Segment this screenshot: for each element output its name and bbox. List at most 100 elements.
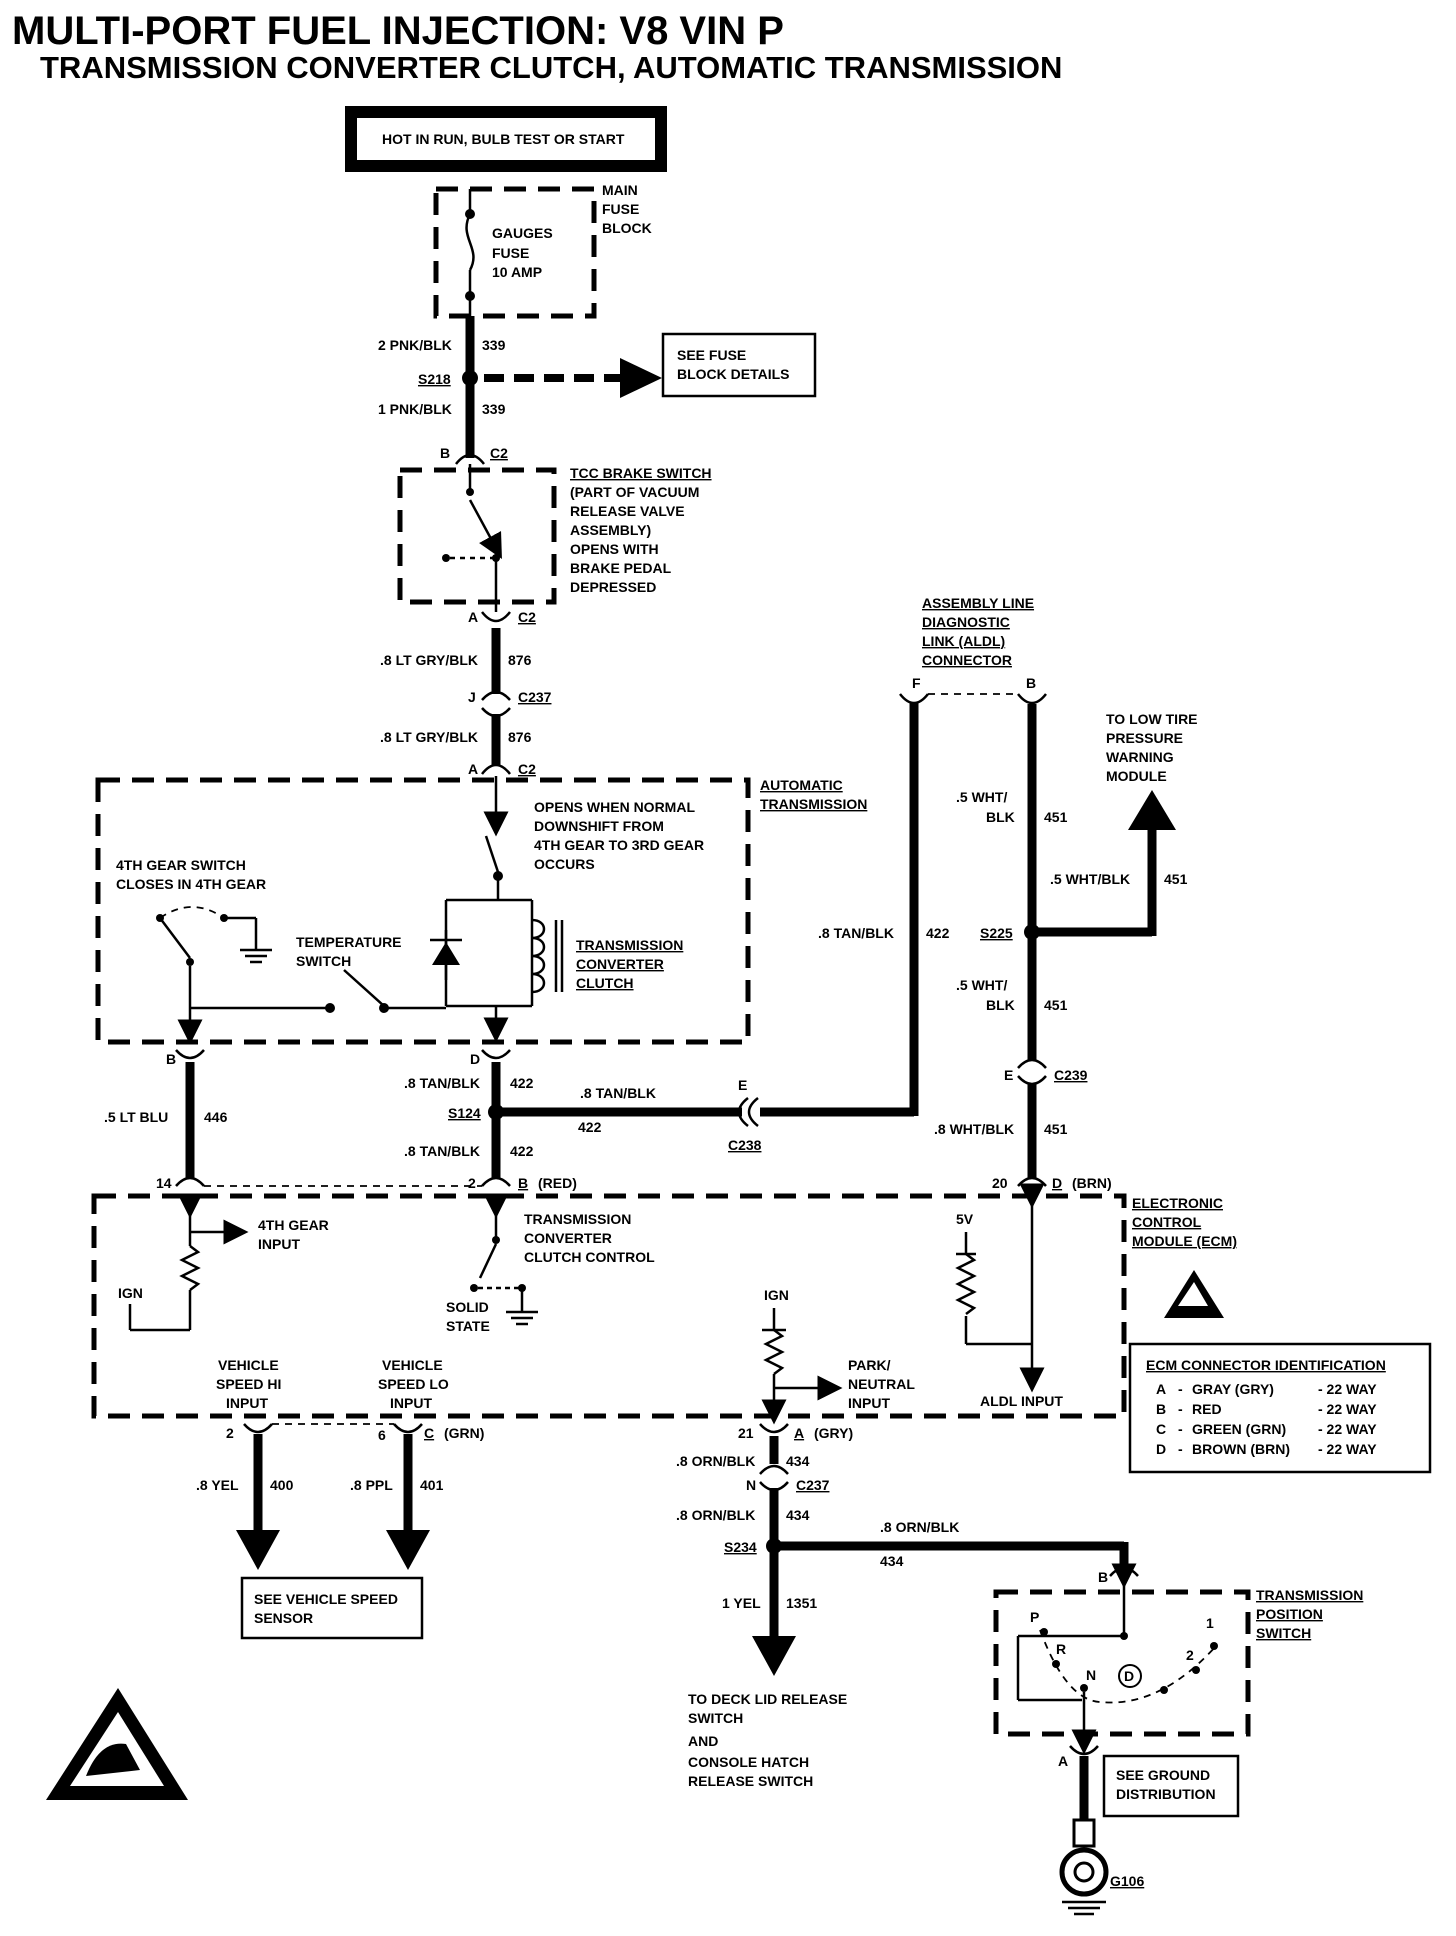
svg-text:DIAGNOSTIC: DIAGNOSTIC: [922, 614, 1010, 630]
svg-text:GAUGES: GAUGES: [492, 225, 553, 241]
transmission-position-switch-box: [993, 1589, 1251, 1737]
tcc-brake-switch-box: [397, 467, 557, 605]
svg-text:S225: S225: [980, 925, 1013, 941]
svg-text:451: 451: [1044, 1121, 1068, 1137]
svg-text:.8 TAN/BLK: .8 TAN/BLK: [404, 1075, 480, 1091]
svg-text:(GRN): (GRN): [444, 1425, 484, 1441]
svg-text:339: 339: [482, 337, 506, 353]
svg-text:TCC BRAKE SWITCH: TCC BRAKE SWITCH: [570, 465, 712, 481]
svg-text:C: C: [1156, 1421, 1166, 1437]
svg-text:2: 2: [468, 1175, 476, 1191]
svg-text:422: 422: [926, 925, 950, 941]
svg-text:C2: C2: [490, 445, 508, 461]
svg-text:N: N: [1086, 1667, 1096, 1683]
svg-text:451: 451: [1044, 997, 1068, 1013]
aldl-pullup-resistor: [955, 1253, 977, 1315]
svg-text:SEE FUSE: SEE FUSE: [677, 347, 746, 363]
ecm-connector-id-table: [1128, 1342, 1432, 1474]
svg-text:401: 401: [420, 1477, 444, 1493]
svg-text:RELEASE VALVE: RELEASE VALVE: [570, 503, 685, 519]
svg-text:IGN: IGN: [764, 1287, 789, 1303]
svg-text:SEE VEHICLE SPEED: SEE VEHICLE SPEED: [254, 1591, 398, 1607]
svg-text:TO LOW TIRE: TO LOW TIRE: [1106, 711, 1198, 727]
svg-text:BRAKE PEDAL: BRAKE PEDAL: [570, 560, 672, 576]
automatic-transmission-box: [95, 777, 751, 1045]
svg-text:BLK: BLK: [986, 809, 1015, 825]
arrow-1351-icon: [752, 1636, 796, 1676]
tcc-brake-switch-label: TCC BRAKE SWITCH (PART OF VACUUM RELEASE…: [570, 465, 712, 595]
tcc-solenoid-label: TRANSMISSION CONVERTER CLUTCH: [576, 937, 683, 991]
svg-text:D: D: [1052, 1175, 1062, 1191]
svg-text:P: P: [1030, 1609, 1039, 1625]
svg-text:PRESSURE: PRESSURE: [1106, 730, 1183, 746]
svg-text:4TH GEAR SWITCH: 4TH GEAR SWITCH: [116, 857, 246, 873]
svg-text:INPUT: INPUT: [226, 1395, 268, 1411]
svg-text:OCCURS: OCCURS: [534, 856, 595, 872]
svg-text:B: B: [166, 1051, 176, 1067]
diagram-subtitle: TRANSMISSION CONVERTER CLUTCH, AUTOMATIC…: [40, 50, 1062, 85]
gauges-fuse-label: GAUGES FUSE 10 AMP: [492, 225, 553, 280]
svg-text:TRANSMISSION: TRANSMISSION: [1256, 1587, 1363, 1603]
aldl-connector-label: ASSEMBLY LINE DIAGNOSTIC LINK (ALDL) CON…: [922, 595, 1034, 668]
temperature-switch-contact: [343, 969, 385, 1007]
svg-text:F: F: [912, 675, 921, 691]
svg-text:- 22 WAY: - 22 WAY: [1318, 1381, 1377, 1397]
svg-text:CLUTCH: CLUTCH: [576, 975, 634, 991]
svg-text:2 PNK/BLK: 2 PNK/BLK: [378, 337, 452, 353]
svg-text:339: 339: [482, 401, 506, 417]
svg-text:-: -: [1178, 1401, 1183, 1417]
solid-state-label: SOLID STATE: [446, 1299, 490, 1334]
svg-text:FUSE: FUSE: [492, 245, 529, 261]
svg-text:R: R: [1056, 1641, 1066, 1657]
4th-gear-pullup-resistor: [179, 1245, 201, 1291]
downshift-switch-label: OPENS WHEN NORMAL DOWNSHIFT FROM 4TH GEA…: [534, 799, 704, 872]
deck-lid-release-label: TO DECK LID RELEASE SWITCH AND CONSOLE H…: [688, 1691, 847, 1789]
svg-text:DISTRIBUTION: DISTRIBUTION: [1116, 1786, 1216, 1802]
svg-text:MODULE: MODULE: [1106, 768, 1167, 784]
svg-text:CONSOLE HATCH: CONSOLE HATCH: [688, 1754, 809, 1770]
svg-text:DOWNSHIFT FROM: DOWNSHIFT FROM: [534, 818, 664, 834]
svg-text:CLUTCH CONTROL: CLUTCH CONTROL: [524, 1249, 655, 1265]
svg-text:D: D: [470, 1051, 480, 1067]
transmission-position-switch-label: TRANSMISSION POSITION SWITCH: [1256, 1587, 1363, 1641]
svg-text:S218: S218: [418, 371, 451, 387]
svg-text:PARK/: PARK/: [848, 1357, 891, 1373]
svg-text:451: 451: [1044, 809, 1068, 825]
aldl-pin-f: [899, 693, 929, 705]
svg-text:SWITCH: SWITCH: [688, 1710, 743, 1726]
svg-text:B: B: [518, 1175, 528, 1191]
splice-s218: [462, 370, 478, 386]
svg-text:.5 WHT/: .5 WHT/: [956, 789, 1007, 805]
svg-text:20: 20: [992, 1175, 1008, 1191]
svg-text:- 22 WAY: - 22 WAY: [1318, 1401, 1377, 1417]
temperature-switch-label: TEMPERATURE SWITCH: [296, 934, 402, 969]
svg-text:.8 YEL: .8 YEL: [196, 1477, 239, 1493]
svg-text:CLOSES IN 4TH GEAR: CLOSES IN 4TH GEAR: [116, 876, 266, 892]
svg-text:C237: C237: [796, 1477, 830, 1493]
svg-text:VEHICLE: VEHICLE: [382, 1357, 443, 1373]
svg-text:.8 TAN/BLK: .8 TAN/BLK: [580, 1085, 656, 1101]
esd-warning-icon-large: [46, 1688, 188, 1800]
svg-text:B: B: [440, 445, 450, 461]
svg-text:MAIN: MAIN: [602, 182, 638, 198]
ecm-id-row-d: D - BROWN (BRN) - 22 WAY: [1156, 1441, 1377, 1457]
svg-text:SEE GROUND: SEE GROUND: [1116, 1767, 1210, 1783]
arrow-401-icon: [386, 1530, 430, 1570]
svg-text:ELECTRONIC: ELECTRONIC: [1132, 1195, 1223, 1211]
svg-text:S234: S234: [724, 1539, 757, 1555]
tcc-control-label: TRANSMISSION CONVERTER CLUTCH CONTROL: [524, 1211, 655, 1265]
svg-text:AND: AND: [688, 1733, 718, 1749]
svg-text:INPUT: INPUT: [390, 1395, 432, 1411]
vehicle-speed-hi-label: VEHICLE SPEED HI INPUT: [216, 1357, 281, 1411]
svg-text:A: A: [1156, 1381, 1166, 1397]
svg-text:B: B: [1098, 1569, 1108, 1585]
svg-text:B: B: [1156, 1401, 1166, 1417]
svg-text:.8 WHT/BLK: .8 WHT/BLK: [934, 1121, 1014, 1137]
svg-text:OPENS WITH: OPENS WITH: [570, 541, 659, 557]
svg-text:1 PNK/BLK: 1 PNK/BLK: [378, 401, 452, 417]
svg-text:TRANSMISSION: TRANSMISSION: [524, 1211, 631, 1227]
aldl-pin-b: [1017, 693, 1047, 705]
see-fuse-block-details-box: [661, 332, 817, 398]
svg-text:422: 422: [510, 1143, 534, 1159]
4th-gear-switch-label: 4TH GEAR SWITCH CLOSES IN 4TH GEAR: [116, 857, 266, 892]
